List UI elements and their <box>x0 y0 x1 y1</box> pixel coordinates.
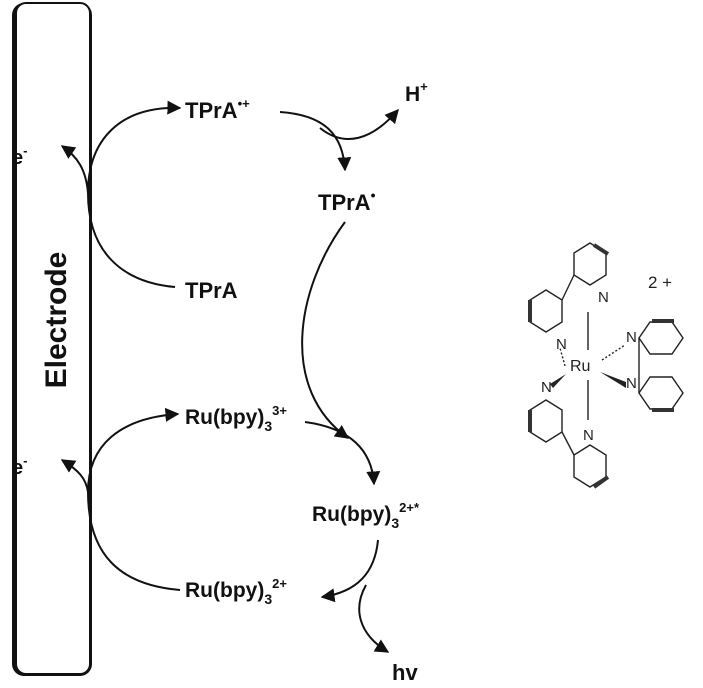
bond <box>561 431 575 456</box>
nitrogen-atom: N <box>541 379 552 396</box>
ring-shading <box>592 243 610 256</box>
coordination-bond <box>559 347 566 367</box>
nitrogen-atom: N <box>556 336 567 353</box>
arrow-ru-excitation <box>304 421 381 486</box>
arrow-tpra-radical-to-ru <box>301 221 350 439</box>
arrow-tpra-oxidation <box>87 100 182 194</box>
arrow-ru-oxidation <box>87 407 180 493</box>
arrow-tpra-to-electrode <box>87 192 176 288</box>
hv-label: hv <box>392 660 418 685</box>
nitrogen-atom: N <box>583 427 594 444</box>
electron-label-top: e- <box>12 143 27 169</box>
nitrogen-atom: N <box>598 289 609 306</box>
electrode-label: Electrode <box>40 252 73 389</box>
electron-label-bottom: e- <box>12 453 27 479</box>
ru-3plus-label: Ru(bpy)33+ <box>185 403 287 434</box>
coordination-bond <box>601 344 626 361</box>
proton-label: H+ <box>405 79 428 106</box>
arrow-proton-release <box>319 108 399 140</box>
electrode: Electrode <box>12 2 92 676</box>
tpra-radical-label: TPrA• <box>318 187 376 215</box>
arrow-ru-to-electrode <box>87 491 181 591</box>
ru-excited-label: Ru(bpy)32+* <box>312 500 420 531</box>
wedge-bond <box>600 372 626 388</box>
electrode-body <box>15 2 91 675</box>
ring-shading <box>592 475 610 489</box>
arrow-electron-out-bottom <box>60 459 89 493</box>
tpra-label: TPrA <box>185 278 238 303</box>
nitrogen-atom: N <box>626 329 637 346</box>
wedge-bond <box>550 374 566 388</box>
complex-charge: 2 + <box>648 273 672 292</box>
pyridine-ring <box>529 399 563 443</box>
ruthenium-atom: Ru <box>570 358 590 375</box>
ru-bpy3-complex-structure: 2 + N N N N N N Ru <box>528 242 684 489</box>
pyridine-ring <box>638 321 684 355</box>
pyridine-ring <box>529 289 563 333</box>
arrow-deprotonation <box>279 111 352 172</box>
ru-2plus-label: Ru(bpy)32+ <box>185 576 287 607</box>
pyridine-ring <box>638 376 684 410</box>
arrow-electron-out-top <box>60 145 89 194</box>
tpra-radical-cation-label: TPrA•+ <box>185 96 250 123</box>
arrow-ru-relaxation <box>320 539 379 603</box>
bond <box>561 274 575 301</box>
nitrogen-atom: N <box>626 375 637 392</box>
arrow-light-emission <box>358 584 390 653</box>
